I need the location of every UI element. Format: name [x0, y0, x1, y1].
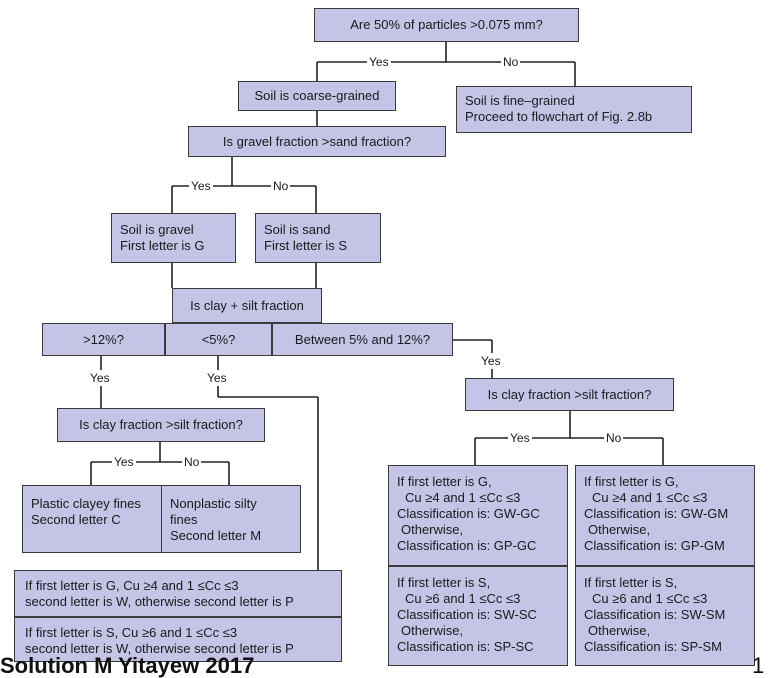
label-yes-gc: Yes	[508, 431, 532, 445]
gw-gc-line-4: Otherwise,	[401, 522, 464, 537]
question-gravel-vs-sand-text: Is gravel fraction >sand fraction?	[222, 133, 412, 149]
option-between-5-12-text: Between 5% and 12%?	[294, 331, 431, 347]
gw-gc-line-3: Classification is: GW-GC	[397, 506, 540, 521]
gravel-line-2: First letter is G	[120, 238, 205, 253]
well-graded-sand-box: If first letter is S, Cu ≥6 and 1 ≤Cc ≤3…	[14, 617, 342, 662]
option-greater-12-text: >12%?	[83, 331, 124, 347]
gw-gm-line-3: Classification is: GW-GM	[584, 506, 729, 521]
label-yes-lt5: Yes	[205, 371, 229, 385]
well-graded-gravel-box: If first letter is G, Cu ≥4 and 1 ≤Cc ≤3…	[14, 570, 342, 617]
gw-gm-box: If first letter is G, Cu ≥4 and 1 ≤Cc ≤3…	[575, 465, 755, 566]
gw-gc-line-2: Cu ≥4 and 1 ≤Cc ≤3	[405, 490, 521, 505]
sw-sc-line-5: Classification is: SP-SC	[397, 639, 534, 654]
sw-sc-line-1: If first letter is S,	[397, 575, 491, 590]
well-graded-gravel-line-2: second letter is W, otherwise second let…	[25, 594, 294, 609]
nonplastic-line-2: fines	[170, 512, 198, 527]
page-number: 1	[752, 653, 765, 678]
fine-grained-box: Soil is fine–grained Proceed to flowchar…	[456, 86, 692, 133]
question-clay-vs-silt-right: Is clay fraction >silt fraction?	[465, 378, 674, 411]
gw-gc-line-5: Classification is: GP-GC	[397, 538, 537, 553]
question-particle-size-text: Are 50% of particles >0.075 mm?	[350, 17, 543, 32]
question-clay-silt-fraction-text: Is clay + silt fraction	[190, 297, 304, 313]
sw-sm-line-2: Cu ≥6 and 1 ≤Cc ≤3	[592, 591, 708, 606]
coarse-grained-box: Soil is coarse-grained	[238, 81, 396, 111]
nonplastic-silty-fines-box: Nonplastic silty fines Second letter M	[161, 485, 301, 553]
question-gravel-vs-sand: Is gravel fraction >sand fraction?	[188, 126, 446, 157]
gw-gm-line-5: Classification is: GP-GM	[584, 538, 725, 553]
gw-gc-line-1: If first letter is G,	[397, 474, 492, 489]
sw-sc-box: If first letter is S, Cu ≥6 and 1 ≤Cc ≤3…	[388, 566, 568, 666]
nonplastic-line-3: Second letter M	[170, 528, 262, 543]
label-yes-coarse: Yes	[367, 55, 391, 69]
nonplastic-line-1: Nonplastic silty	[170, 496, 257, 511]
option-less-5-text: <5%?	[201, 331, 236, 347]
option-less-5: <5%?	[165, 323, 272, 356]
option-between-5-12: Between 5% and 12%?	[272, 323, 453, 356]
gw-gm-line-4: Otherwise,	[588, 522, 651, 537]
question-clay-vs-silt-left: Is clay fraction >silt fraction?	[57, 408, 265, 442]
question-particle-size: Are 50% of particles >0.075 mm?	[314, 8, 579, 42]
sw-sm-box: If first letter is S, Cu ≥6 and 1 ≤Cc ≤3…	[575, 566, 755, 666]
sw-sm-line-5: Classification is: SP-SM	[584, 639, 722, 654]
sw-sc-line-3: Classification is: SW-SC	[397, 607, 537, 622]
gw-gm-line-1: If first letter is G,	[584, 474, 679, 489]
sand-box: Soil is sand First letter is S	[255, 213, 381, 263]
gw-gc-box: If first letter is G, Cu ≥4 and 1 ≤Cc ≤3…	[388, 465, 568, 566]
sw-sm-line-1: If first letter is S,	[584, 575, 678, 590]
sw-sc-line-4: Otherwise,	[401, 623, 464, 638]
label-yes-gravel: Yes	[189, 179, 213, 193]
label-no-nonplastic: No	[182, 455, 202, 469]
label-no-fine: No	[501, 55, 521, 69]
question-clay-vs-silt-right-text: Is clay fraction >silt fraction?	[487, 386, 652, 402]
gravel-line-1: Soil is gravel	[120, 222, 194, 237]
question-clay-silt-fraction: Is clay + silt fraction	[172, 288, 322, 323]
gw-gm-line-2: Cu ≥4 and 1 ≤Cc ≤3	[592, 490, 708, 505]
plastic-clayey-fines-box: Plastic clayey fines Second letter C	[22, 485, 162, 553]
plastic-line-2: Second letter C	[31, 512, 121, 527]
option-greater-12: >12%?	[42, 323, 165, 356]
sand-line-1: Soil is sand	[264, 222, 331, 237]
footer-credit: Solution M Yitayew 2017	[0, 653, 255, 678]
sw-sc-line-2: Cu ≥6 and 1 ≤Cc ≤3	[405, 591, 521, 606]
label-yes-between: Yes	[479, 354, 503, 368]
well-graded-sand-line-1: If first letter is S, Cu ≥6 and 1 ≤Cc ≤3	[25, 625, 238, 640]
sand-line-2: First letter is S	[264, 238, 348, 253]
sw-sm-line-3: Classification is: SW-SM	[584, 607, 726, 622]
fine-grained-line-2: Proceed to flowchart of Fig. 2.8b	[465, 109, 653, 124]
plastic-line-1: Plastic clayey fines	[31, 496, 141, 511]
label-yes-gt12: Yes	[88, 371, 112, 385]
question-clay-vs-silt-left-text: Is clay fraction >silt fraction?	[79, 417, 243, 432]
well-graded-gravel-line-1: If first letter is G, Cu ≥4 and 1 ≤Cc ≤3	[25, 578, 239, 593]
coarse-grained-text: Soil is coarse-grained	[254, 88, 380, 103]
label-no-sand: No	[271, 179, 291, 193]
label-yes-plastic: Yes	[112, 455, 136, 469]
fine-grained-line-1: Soil is fine–grained	[465, 93, 575, 108]
gravel-box: Soil is gravel First letter is G	[111, 213, 236, 263]
sw-sm-line-4: Otherwise,	[588, 623, 651, 638]
well-graded-sand-line-2: second letter is W, otherwise second let…	[25, 641, 294, 656]
label-no-gm: No	[604, 431, 624, 445]
